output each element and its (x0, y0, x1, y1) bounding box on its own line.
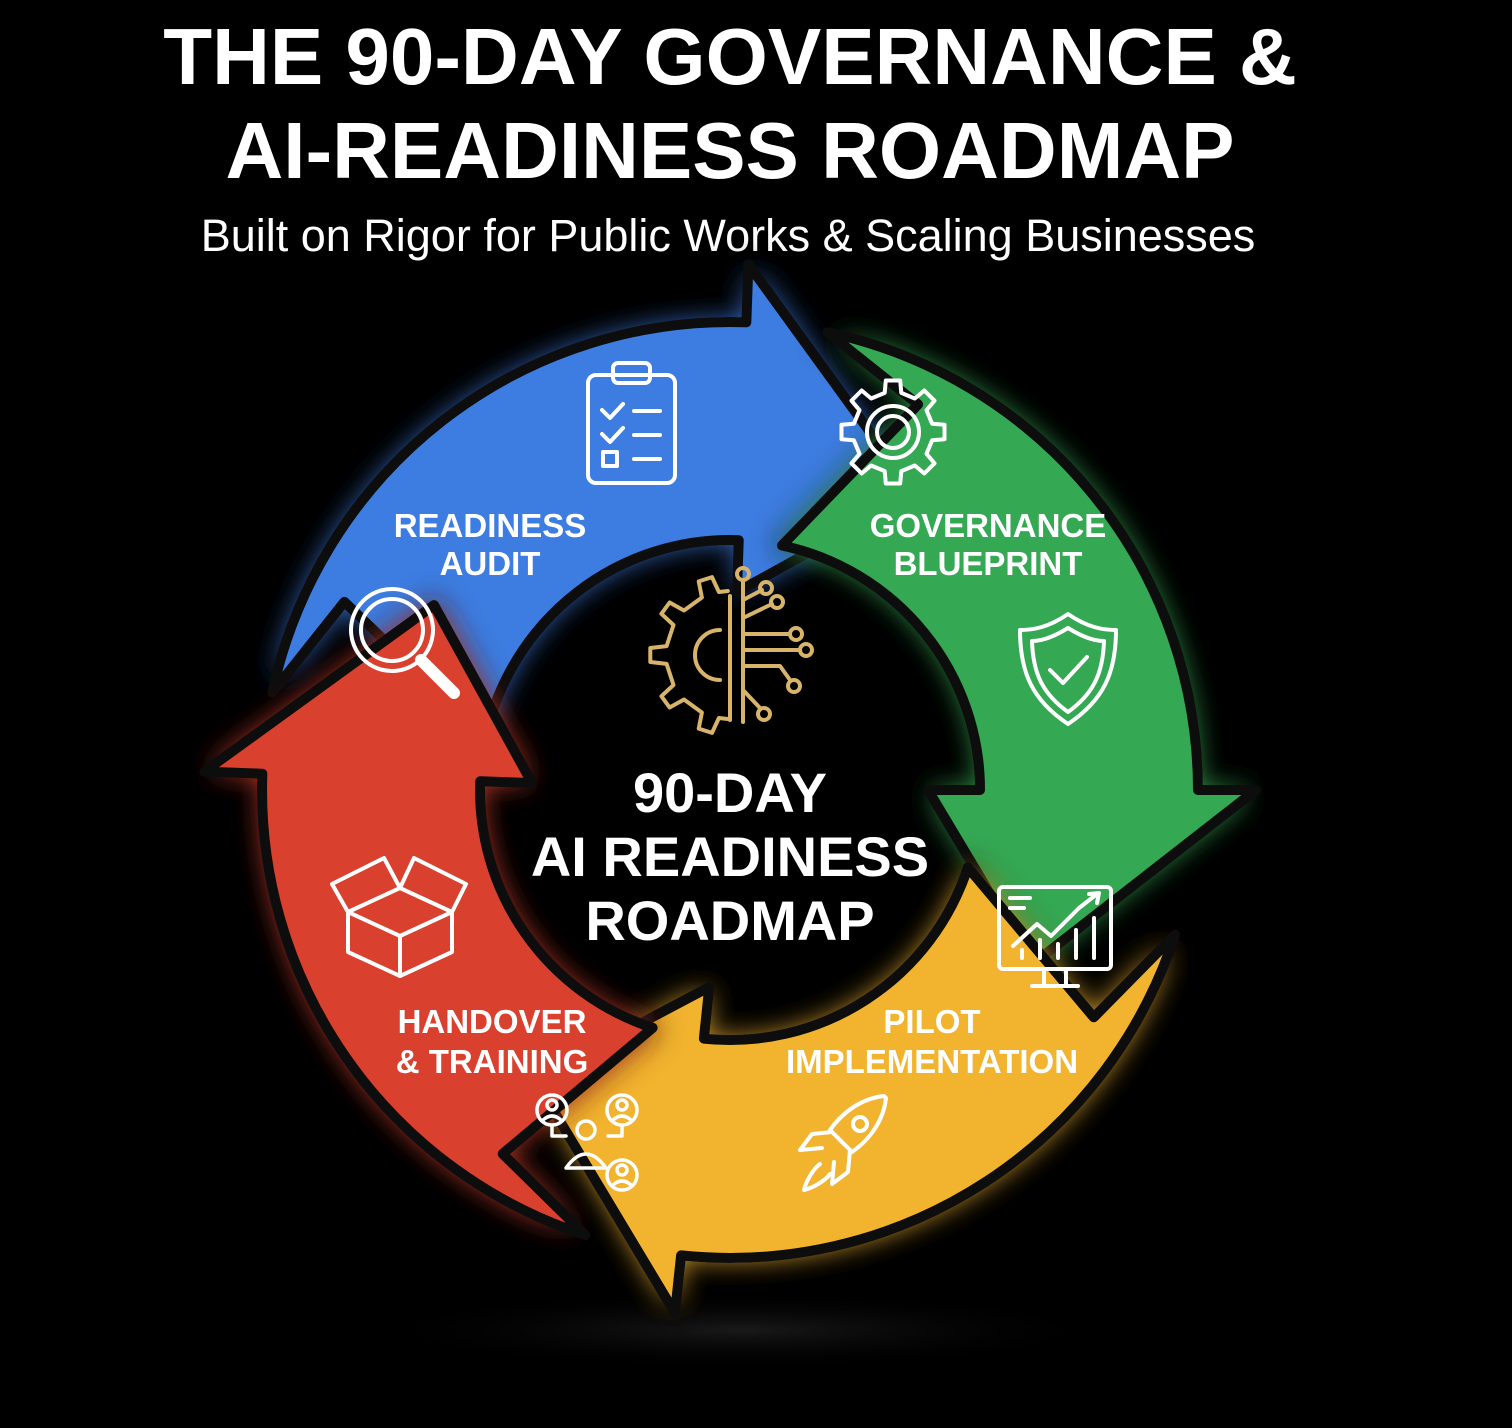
phase-label-line2: & TRAINING (396, 1043, 589, 1080)
center-line-3: ROADMAP (585, 889, 874, 952)
page-subtitle: Built on Rigor for Public Works & Scalin… (200, 210, 1256, 261)
arrow-pilot-implementation (529, 862, 1181, 1319)
open-box-icon (330, 856, 468, 978)
gear-icon (839, 378, 947, 486)
center-line-1: 90-DAY (633, 761, 827, 824)
phase-label-line1: GOVERNANCE (870, 507, 1107, 544)
gear-circuit-icon (648, 566, 814, 735)
gear-ring (865, 404, 921, 460)
team-network-icon (535, 1093, 639, 1192)
phase-label-line1: HANDOVER (398, 1003, 587, 1040)
phase-governance-blueprint: GOVERNANCE BLUEPRINT (870, 507, 1107, 582)
phase-label-line2: AUDIT (440, 545, 541, 582)
monitor-chart-icon (997, 885, 1113, 988)
phase-label-line2: IMPLEMENTATION (786, 1043, 1078, 1080)
center-line-2: AI READINESS (531, 825, 929, 888)
gear-ring (875, 414, 911, 450)
title-line-1: THE 90-DAY GOVERNANCE & (163, 12, 1297, 101)
gear-outline (839, 378, 947, 486)
phase-pilot-implementation: PILOT IMPLEMENTATION (786, 1003, 1078, 1080)
arrow-handover-training (199, 600, 658, 1241)
center-label: 90-DAY AI READINESS ROADMAP (531, 761, 929, 952)
rocket-icon (798, 1094, 888, 1192)
phase-label-line1: PILOT (883, 1003, 980, 1040)
page-title: THE 90-DAY GOVERNANCE & AI-READINESS ROA… (0, 10, 1460, 198)
title-line-2: AI-READINESS ROADMAP (225, 106, 1235, 195)
phase-handover-training: HANDOVER & TRAINING (396, 1003, 589, 1080)
magnifying-glass-icon (349, 587, 460, 699)
clipboard-checklist-icon (586, 361, 677, 485)
floor-reflection (360, 1290, 1120, 1370)
phase-readiness-audit: READINESS AUDIT (394, 507, 587, 582)
shield-check-icon (1018, 612, 1118, 726)
phase-label-line2: BLUEPRINT (894, 545, 1083, 582)
phase-label-line1: READINESS (394, 507, 587, 544)
